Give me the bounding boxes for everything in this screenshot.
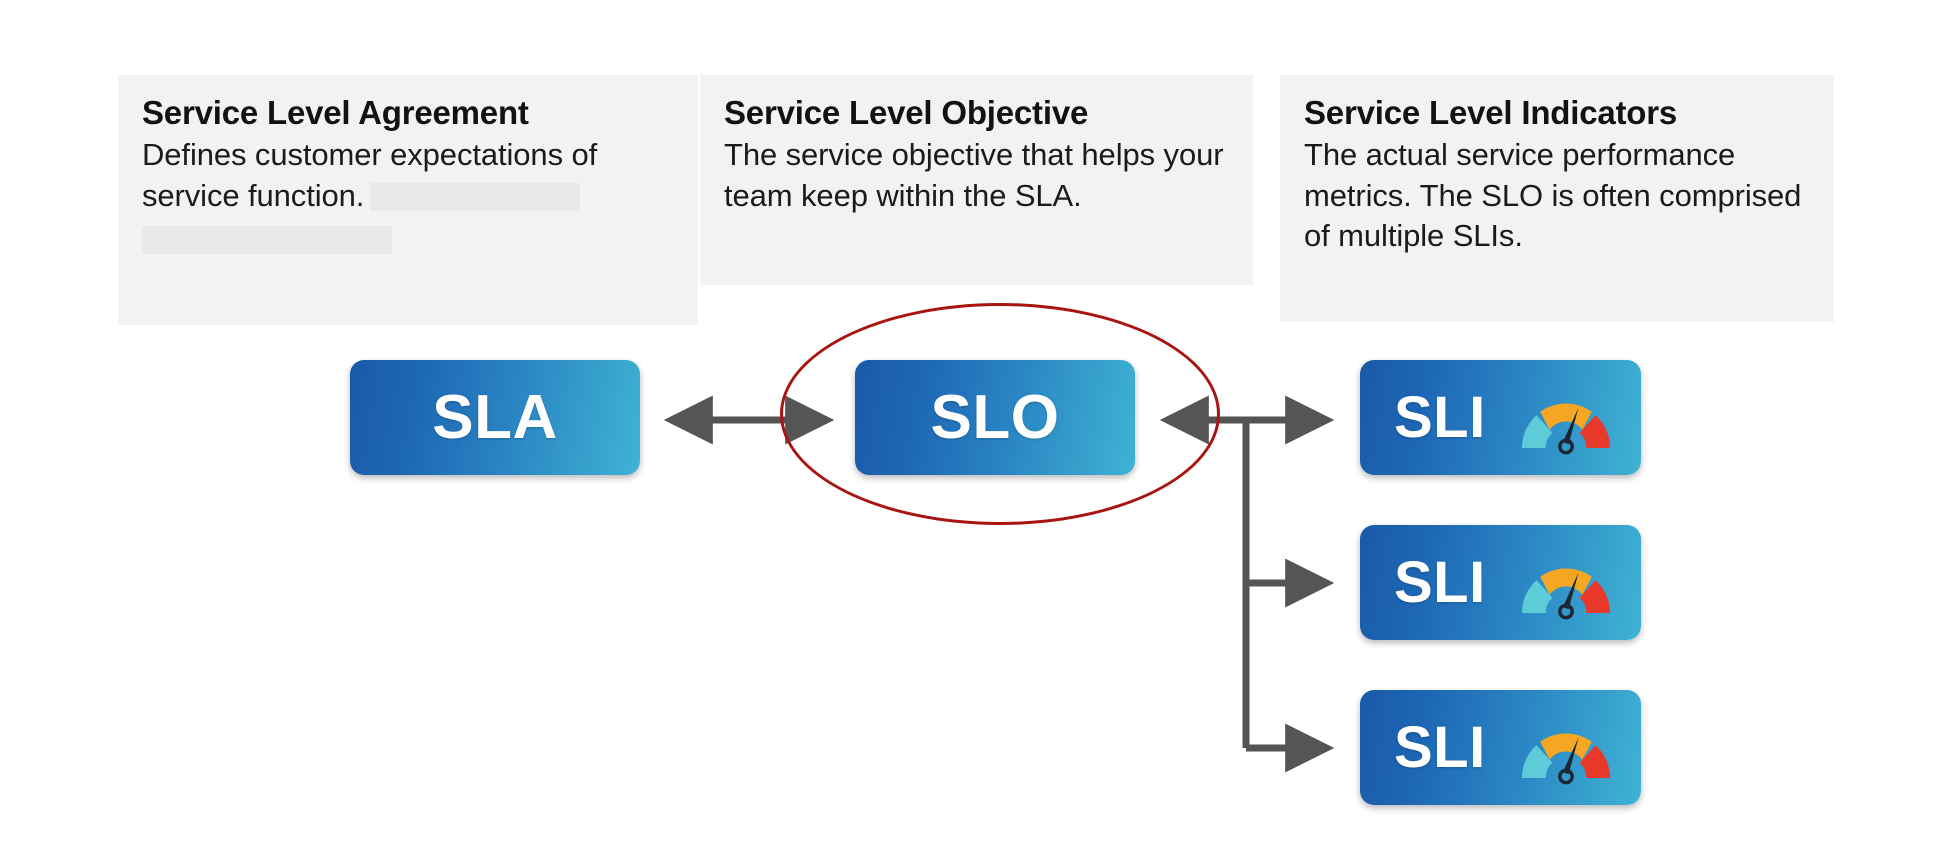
redaction-block-2 bbox=[142, 225, 392, 254]
badge-label-sli-3: SLI bbox=[1394, 714, 1486, 780]
badge-slo[interactable]: SLO bbox=[855, 360, 1135, 475]
card-service-level-objective: Service Level Objective The service obje… bbox=[700, 75, 1253, 285]
badge-sli-2[interactable]: SLI bbox=[1360, 525, 1641, 640]
badge-label-slo: SLO bbox=[930, 382, 1060, 452]
card-service-level-agreement: Service Level Agreement Defines customer… bbox=[118, 75, 698, 325]
gauge-icon-2 bbox=[1521, 567, 1610, 619]
badge-sli-1[interactable]: SLI bbox=[1360, 360, 1641, 475]
redaction-block-1 bbox=[370, 183, 581, 212]
card-service-level-indicators: Service Level Indicators The actual serv… bbox=[1280, 75, 1834, 322]
gauge-icon-3 bbox=[1521, 732, 1610, 784]
highlight-ellipse-slo bbox=[780, 303, 1220, 525]
card-title-sla: Service Level Agreement bbox=[142, 94, 529, 131]
card-body-slo: The service objective that helps your te… bbox=[724, 137, 1224, 213]
badge-label-sla: SLA bbox=[432, 382, 558, 452]
badge-label-sli-1: SLI bbox=[1394, 384, 1486, 450]
badge-sla[interactable]: SLA bbox=[350, 360, 640, 475]
badge-label-sli-2: SLI bbox=[1394, 549, 1486, 615]
card-body-sla: Defines customer expectations of service… bbox=[142, 135, 674, 256]
card-title-sli: Service Level Indicators bbox=[1304, 94, 1678, 131]
card-title-slo: Service Level Objective bbox=[724, 94, 1089, 131]
gauge-icon-1 bbox=[1521, 402, 1610, 454]
card-body-sli: The actual service performance metrics. … bbox=[1304, 137, 1802, 253]
badge-sli-3[interactable]: SLI bbox=[1360, 690, 1641, 805]
